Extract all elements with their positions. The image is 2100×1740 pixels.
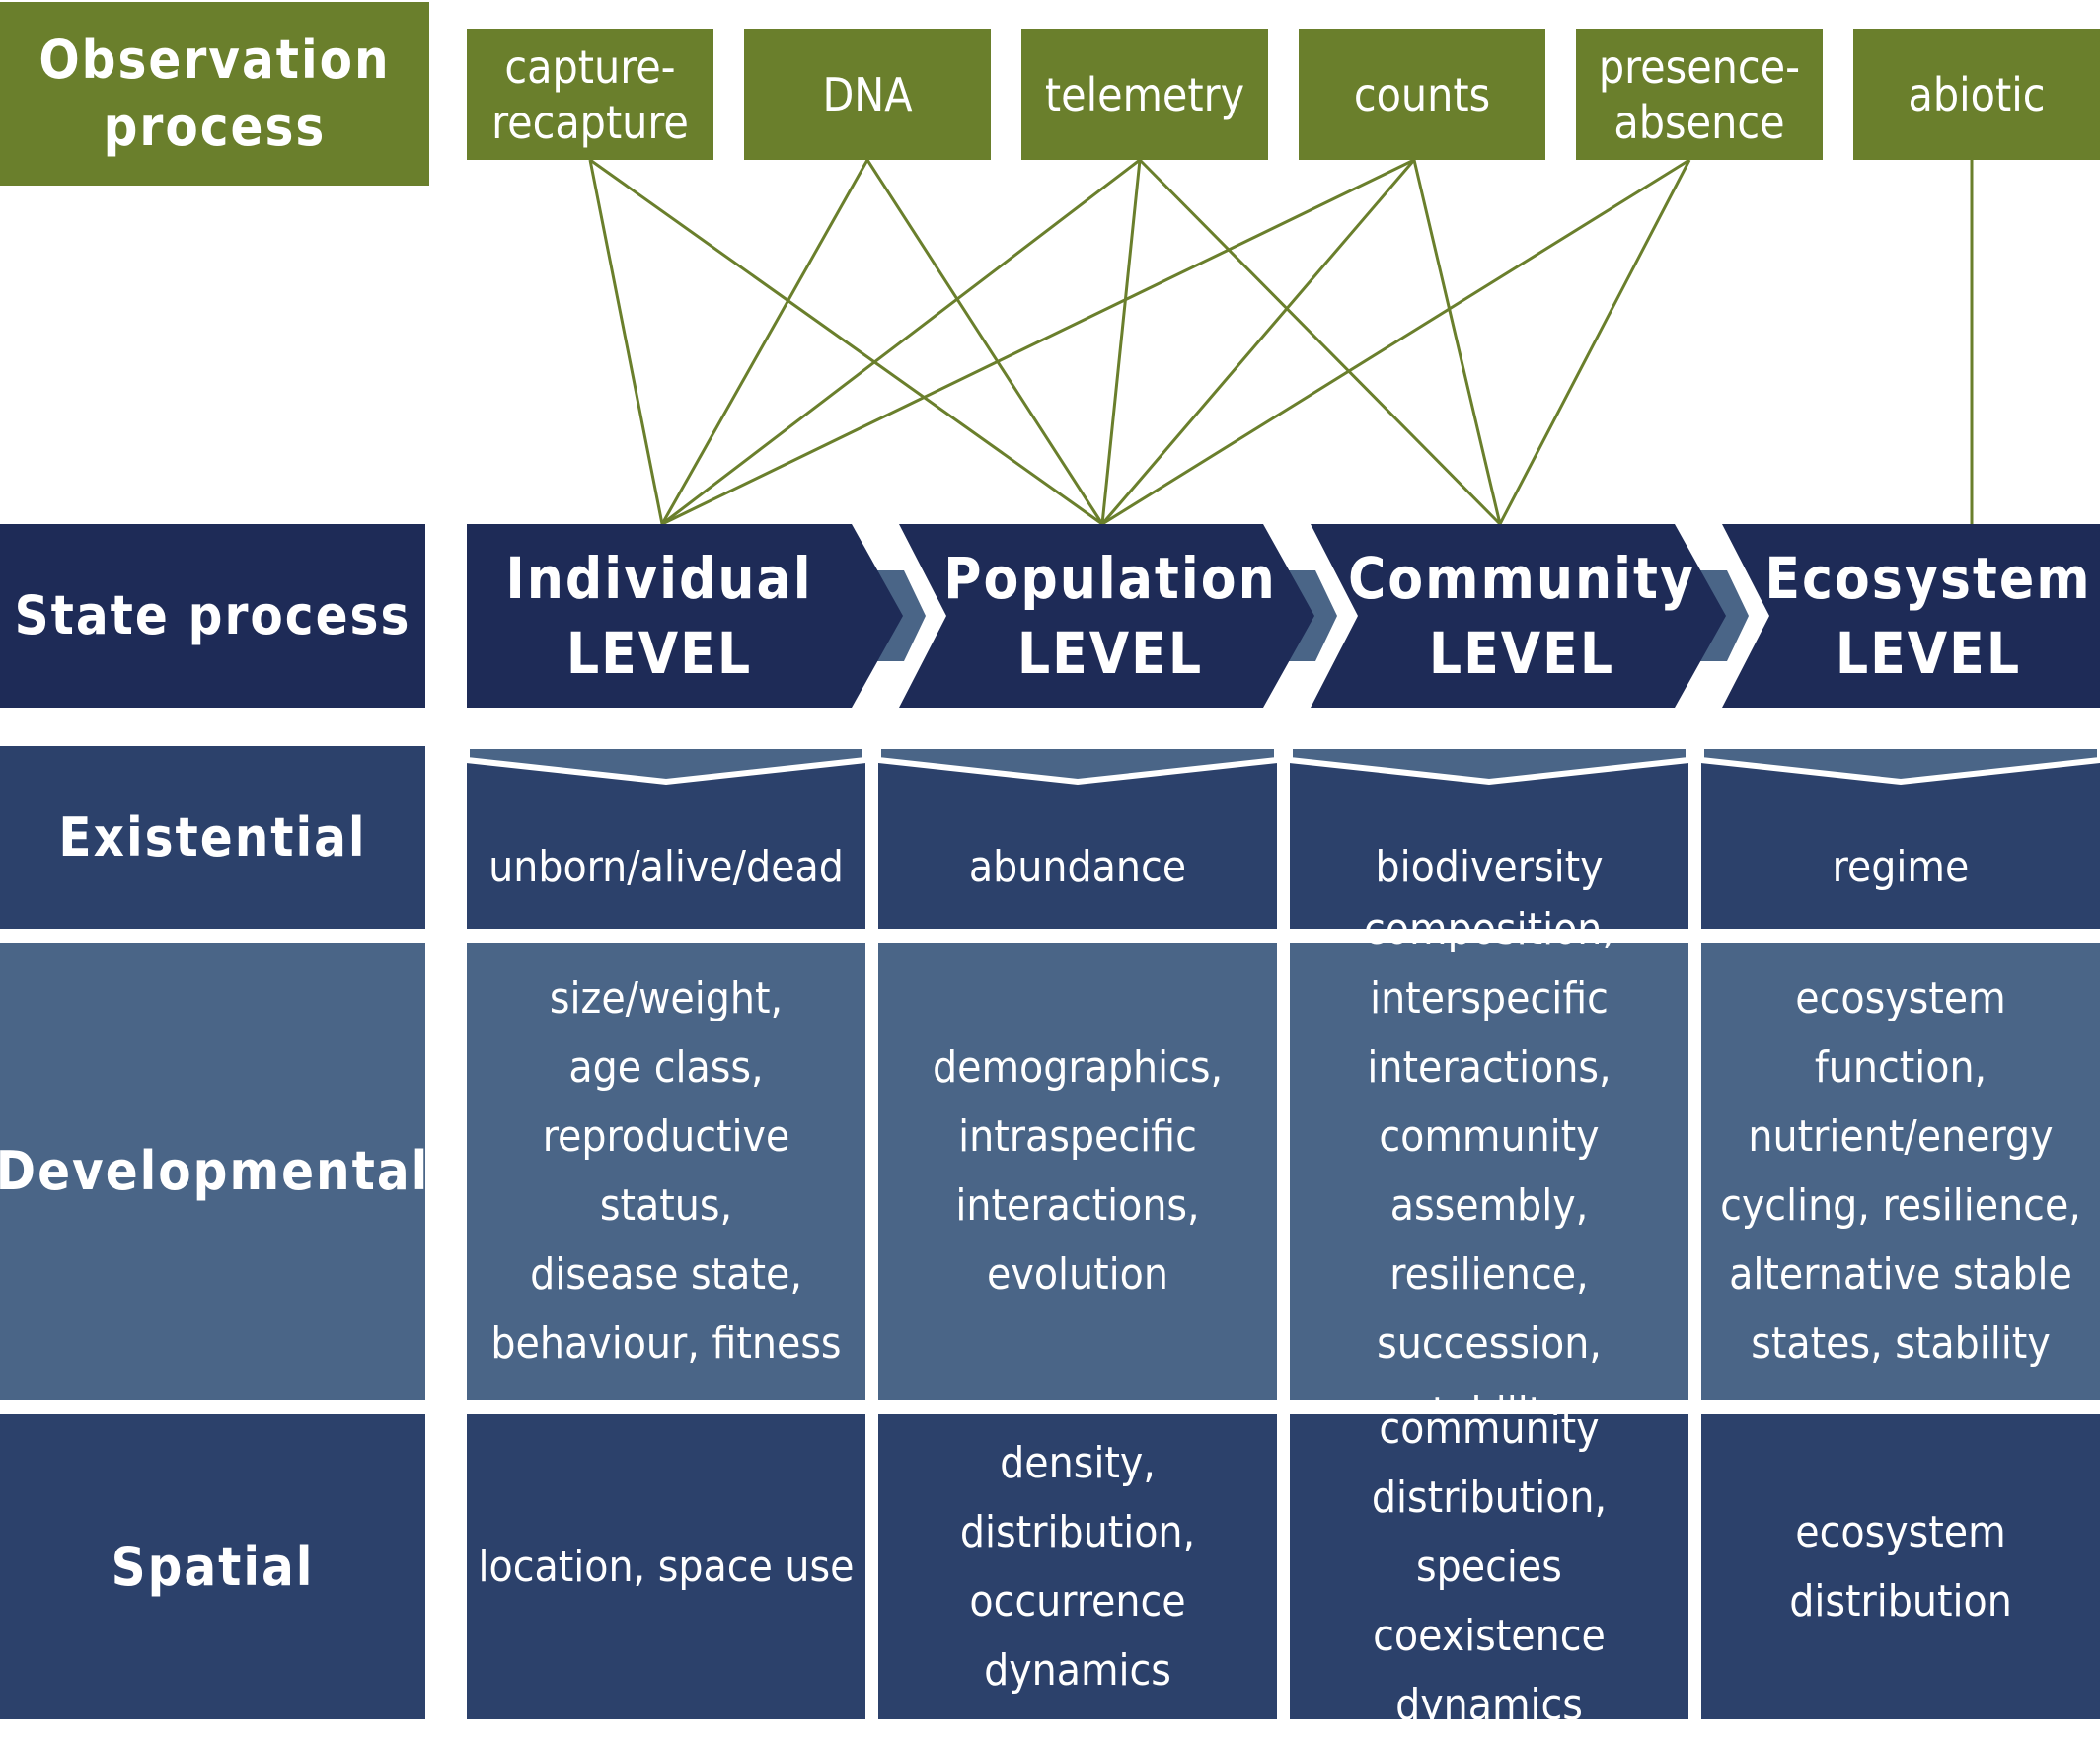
method-presence-absence: presence- absence: [1576, 29, 1823, 160]
link-telemetry-population: [1100, 159, 1142, 525]
link-capture-recapture-population: [589, 158, 1103, 526]
method-abiotic: abiotic: [1853, 29, 2100, 160]
down-chevron-population: [875, 743, 1280, 786]
level-community: Community LEVEL: [1347, 545, 1696, 687]
spatial-community: community distribution, species coexiste…: [1290, 1403, 1688, 1730]
down-chevron-ecosystem: [1698, 743, 2100, 786]
method-counts: counts: [1299, 29, 1545, 160]
level-chevron-individual: [467, 524, 903, 708]
spatial-ecosystem: ecosystem distribution: [1701, 1414, 2100, 1719]
developmental-population: demographics, intraspecific interactions…: [878, 943, 1277, 1400]
level-individual: Individual LEVEL: [505, 545, 813, 687]
link-telemetry-community: [1138, 158, 1502, 526]
developmental-individual: size/weight, age class, reproductive sta…: [467, 943, 865, 1400]
link-presence-absence-population: [1101, 158, 1690, 526]
link-counts-community: [1412, 159, 1502, 525]
link-dna-individual: [660, 159, 869, 525]
developmental-label: Developmental: [0, 943, 427, 1400]
existential-label: Existential: [0, 746, 425, 929]
level-chevron-ecosystem: [1722, 524, 2100, 708]
method-dna: DNA: [744, 29, 991, 160]
link-capture-recapture-individual: [588, 159, 664, 525]
link-dna-population: [865, 159, 1104, 525]
method-capture-recapture: capture- recapture: [467, 29, 713, 160]
observation-process-label: Observation process: [0, 2, 429, 186]
level-population: Population LEVEL: [943, 545, 1277, 687]
level-chevron-population: [899, 524, 1314, 708]
level-chevron-community: [1311, 524, 1726, 708]
state-process-label: State process: [0, 524, 425, 708]
spatial-individual: location, space use: [467, 1414, 865, 1719]
spatial-population: density, distribution, occurrence dynami…: [878, 1414, 1277, 1719]
level-ecosystem: Ecosystem LEVEL: [1764, 545, 2092, 687]
link-counts-population: [1100, 159, 1416, 525]
existential-ecosystem: regime: [1701, 746, 2100, 929]
developmental-ecosystem: ecosystem function, nutrient/energy cycl…: [1701, 943, 2100, 1400]
spatial-label: Spatial: [0, 1414, 425, 1719]
method-telemetry: telemetry: [1021, 29, 1268, 160]
down-chevron-individual: [464, 743, 868, 786]
link-telemetry-individual: [661, 158, 1141, 526]
link-presence-absence-community: [1498, 159, 1691, 525]
link-counts-individual: [661, 158, 1415, 526]
down-chevron-community: [1287, 743, 1691, 786]
developmental-community: composition, interspecific interactions,…: [1290, 904, 1688, 1438]
